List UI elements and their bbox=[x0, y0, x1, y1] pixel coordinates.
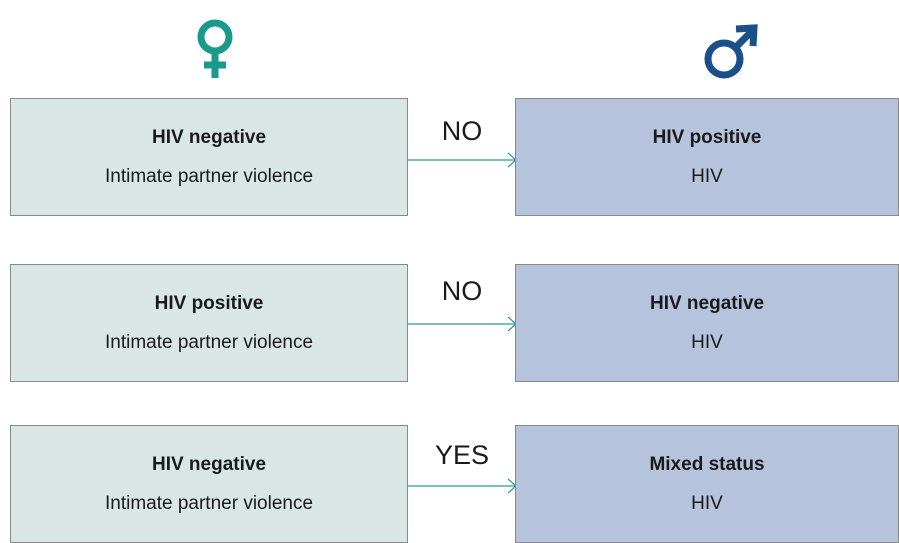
male-symbol-icon bbox=[704, 24, 758, 79]
row3-female-box: HIV negative Intimate partner violence bbox=[10, 425, 408, 543]
row1-female-title: HIV negative bbox=[151, 126, 267, 148]
row3-male-subtitle: HIV bbox=[691, 492, 723, 514]
row2-male-box: HIV negative HIV bbox=[515, 264, 899, 382]
female-symbol-icon bbox=[197, 19, 233, 78]
row3-connector-label: YES bbox=[434, 440, 490, 470]
row1-connector-label: NO bbox=[441, 116, 483, 146]
row2-male-title: HIV negative bbox=[649, 292, 765, 314]
row1-male-box: HIV positive HIV bbox=[515, 98, 899, 216]
row3-female-subtitle: Intimate partner violence bbox=[104, 492, 314, 514]
row1-male-title: HIV positive bbox=[652, 126, 762, 148]
row2-connector-label: NO bbox=[441, 276, 483, 306]
row1-male-subtitle: HIV bbox=[691, 165, 723, 187]
row2-female-subtitle: Intimate partner violence bbox=[104, 331, 314, 353]
row3-female-title: HIV negative bbox=[151, 453, 267, 475]
row1-female-box: HIV negative Intimate partner violence bbox=[10, 98, 408, 216]
row1-female-subtitle: Intimate partner violence bbox=[104, 165, 314, 187]
row3-male-title: Mixed status bbox=[649, 453, 765, 475]
row2-female-box: HIV positive Intimate partner violence bbox=[10, 264, 408, 382]
row2-female-title: HIV positive bbox=[154, 292, 264, 314]
row3-arrow bbox=[408, 478, 517, 494]
row3-male-box: Mixed status HIV bbox=[515, 425, 899, 543]
row2-male-subtitle: HIV bbox=[691, 331, 723, 353]
row1-arrow bbox=[408, 152, 517, 168]
row2-arrow bbox=[408, 316, 517, 332]
